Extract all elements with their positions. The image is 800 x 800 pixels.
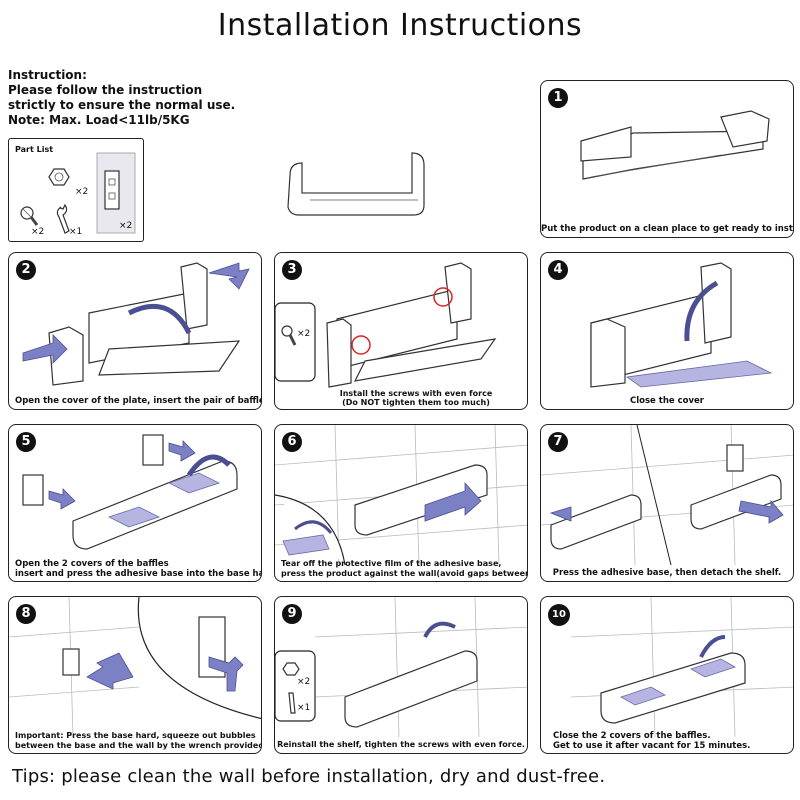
- insert-arrow-icon: [208, 262, 250, 290]
- step-2-caption: Open the cover of the plate, insert the …: [15, 396, 262, 406]
- step-8-panel: 8 Important: Press the base hard, squeez…: [8, 596, 262, 754]
- step-1-panel: 1 Put the product on a clean place to ge…: [540, 80, 794, 238]
- max-load-note: Note: Max. Load<11lb/5KG: [8, 113, 190, 127]
- step-7-panel: 7 Press the adhesive base, then detach t…: [540, 424, 794, 582]
- wrench-quantity: ×1: [297, 703, 311, 713]
- step-3-caption-line2: (Do NOT tighten them too much): [342, 398, 490, 407]
- step-3-panel: 3 ×2 Install the screws with even force …: [274, 252, 528, 410]
- step-8-caption: Important: Press the base hard, squeeze …: [15, 731, 261, 751]
- step-3-caption-line1: Install the screws with even force: [339, 389, 493, 398]
- tips-text: Tips: please clean the wall before insta…: [12, 766, 606, 787]
- page-title: Installation Instructions: [217, 8, 583, 43]
- step-number: 9: [282, 604, 302, 624]
- nut-quantity: ×2: [297, 677, 311, 687]
- base-plate-icon: [96, 152, 136, 234]
- screw-highlight-circle: [351, 335, 371, 355]
- step-3-caption: Install the screws with even force (Do N…: [275, 389, 527, 407]
- step-9-panel: 9 ×2 ×1 Reinstall the shelf, tighten the…: [274, 596, 528, 754]
- screw-icon: [20, 206, 39, 226]
- step-number: 5: [16, 432, 36, 452]
- instruction-line: Please follow the instruction: [8, 83, 203, 97]
- step-8-caption-line1: Important: Press the base hard, squeeze …: [15, 731, 256, 740]
- step-5-caption: Open the 2 covers of the baffles insert …: [15, 559, 261, 579]
- adhesive-base-icon: [142, 434, 164, 466]
- insert-arrow-icon: [22, 334, 68, 364]
- step-5-caption-line2: insert and press the adhesive base into …: [15, 569, 262, 579]
- step-9-caption: Reinstall the shelf, tighten the screws …: [277, 740, 525, 749]
- wrench-icon: [288, 692, 296, 714]
- part-list-label: Part List: [15, 145, 54, 154]
- step-7-caption: Press the adhesive base, then detach the…: [552, 568, 782, 578]
- step-number: 1: [548, 88, 568, 108]
- instruction-note: Instruction: Please follow the instructi…: [8, 68, 235, 128]
- adhesive-base-icon: [62, 648, 80, 676]
- step-2-panel: 2 Open the cover of the plate, insert th…: [8, 252, 262, 410]
- step-3-illustration: [275, 262, 497, 388]
- screw-highlight-circle: [433, 287, 453, 307]
- step-number: 6: [282, 432, 302, 452]
- step-4-illustration: [590, 262, 773, 388]
- screw-quantity: ×2: [297, 329, 311, 339]
- wrench-quantity: ×1: [69, 227, 83, 237]
- adhesive-base-icon: [22, 474, 44, 506]
- step-6-caption: Tear off the protective film of the adhe…: [281, 559, 527, 579]
- part-list-panel: Part List ×2 ×2 ×1 ×2: [8, 138, 144, 242]
- nut-icon: [48, 168, 70, 186]
- wrench-icon: [56, 203, 70, 234]
- step-10-caption-line1: Close the 2 covers of the baffles.: [553, 731, 711, 741]
- step-number: 3: [282, 260, 302, 280]
- step-2-illustration: [22, 262, 250, 386]
- step-number: 4: [548, 260, 568, 280]
- step-10-caption: Close the 2 covers of the baffles. Get t…: [553, 731, 793, 751]
- step-6-caption-line2: press the product against the wall(avoid…: [281, 569, 528, 578]
- nut-quantity: ×2: [75, 187, 89, 197]
- step-4-panel: 4 Close the cover: [540, 252, 794, 410]
- instruction-line: strictly to ensure the normal use.: [8, 98, 236, 112]
- step-5-caption-line1: Open the 2 covers of the baffles: [15, 559, 169, 569]
- step-6-illustration: [275, 425, 527, 565]
- step-8-caption-line2: between the base and the wall by the wre…: [15, 741, 262, 750]
- step-number: 8: [16, 604, 36, 624]
- step-7-illustration: [541, 425, 793, 565]
- step-5-illustration: [22, 434, 238, 550]
- step-5-panel: 5 Open the 2 covers of the baffles inser…: [8, 424, 262, 582]
- parts-illustration: [20, 152, 136, 234]
- step-4-caption: Close the cover: [630, 396, 704, 406]
- wrench-icon: [208, 656, 244, 692]
- step-number: 10: [548, 604, 570, 626]
- instruction-heading: Instruction:: [8, 68, 87, 82]
- step-number: 2: [16, 260, 36, 280]
- step-1-caption: Put the product on a clean place to get …: [541, 224, 794, 234]
- step-9-illustration: [275, 597, 527, 737]
- screw-quantity: ×2: [31, 227, 45, 237]
- step-6-caption-line1: Tear off the protective film of the adhe…: [281, 559, 502, 568]
- nut-icon: [282, 662, 300, 676]
- shelf-overview-illustration: [287, 152, 425, 216]
- step-1-illustration: [580, 110, 770, 180]
- adhesive-base-icon: [726, 444, 744, 472]
- step-6-panel: 6 Tear off the protective film of the ad…: [274, 424, 528, 582]
- plate-quantity: ×2: [119, 221, 133, 231]
- screw-icon: [281, 325, 297, 346]
- step-10-panel: 10 Close the 2 covers of the baffles. Ge…: [540, 596, 794, 754]
- step-8-illustration: [9, 597, 261, 737]
- step-number: 7: [548, 432, 568, 452]
- step-10-illustration: [570, 597, 793, 737]
- step-10-caption-line2: Get to use it after vacant for 15 minute…: [553, 741, 751, 751]
